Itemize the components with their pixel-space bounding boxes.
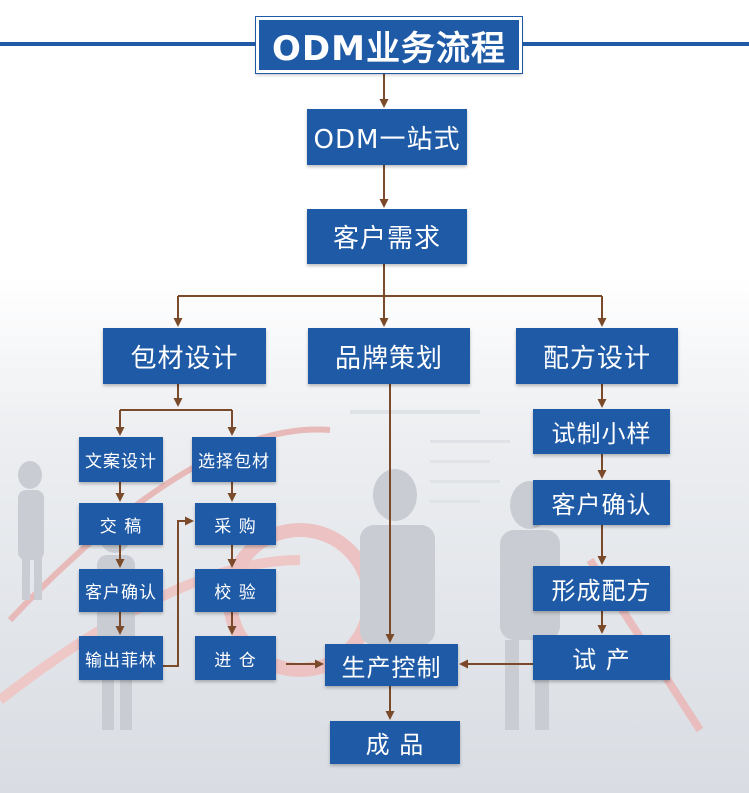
node-odm-one-stop: ODM一站式 <box>307 109 467 165</box>
node-sample-trial: 试制小样 <box>533 409 670 454</box>
node-output-film: 输出菲林 <box>79 636 163 680</box>
node-production-control: 生产控制 <box>325 644 458 686</box>
node-finished-product: 成 品 <box>330 721 460 764</box>
node-brand-planning: 品牌策划 <box>308 328 470 384</box>
node-trial-production: 试 产 <box>533 635 670 680</box>
node-packaging-design: 包材设计 <box>103 328 266 384</box>
node-formula-design: 配方设计 <box>516 328 678 384</box>
node-customer-confirm-right: 客户确认 <box>533 480 670 525</box>
title-rule-right <box>520 42 749 46</box>
node-draft: 交 稿 <box>79 503 163 545</box>
node-purchase: 采 购 <box>195 503 276 545</box>
node-warehouse: 进 仓 <box>195 636 276 680</box>
page-title: ODM业务流程 <box>255 16 523 74</box>
node-select-packaging: 选择包材 <box>192 437 276 482</box>
node-customer-demand: 客户需求 <box>307 209 467 264</box>
node-copy-design: 文案设计 <box>79 437 163 482</box>
title-rule-left <box>0 42 258 46</box>
node-form-formula: 形成配方 <box>533 566 670 611</box>
node-inspect: 校 验 <box>195 569 276 612</box>
node-customer-confirm-left: 客户确认 <box>79 569 163 612</box>
